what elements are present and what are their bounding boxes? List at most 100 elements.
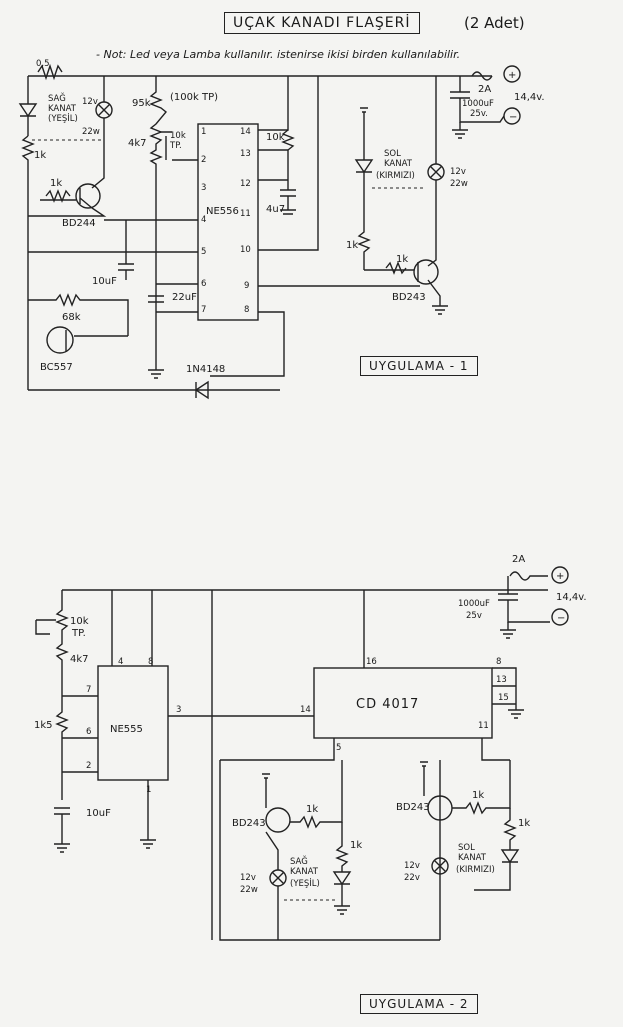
c2-supply-cap-v: 25v	[466, 611, 482, 621]
c1-r-68k	[28, 293, 129, 336]
c1-supply-ground	[452, 122, 468, 139]
c2-pin-8b: 8	[496, 657, 501, 667]
c1-supply-cap-label: 1000uF	[462, 99, 494, 109]
c2-r-left-1: 1k	[306, 804, 318, 815]
c1-bc557-wires	[28, 330, 280, 391]
c1-led-left	[354, 107, 374, 270]
c2-cd4017	[313, 667, 493, 739]
c2-t-left-wires	[262, 760, 343, 870]
c1-supply-cap-v: 25v.	[470, 109, 488, 119]
c2-t-left-label: BD243	[232, 818, 266, 829]
c2-fuse-label: 2A	[512, 554, 525, 565]
c1-lamp-left-w: 22w	[450, 179, 468, 189]
c2-lamp-b-x	[433, 859, 447, 873]
c1-ground-mid	[148, 369, 164, 379]
c1-c-4u7	[280, 150, 296, 215]
c2-r-left-2: 1k	[350, 840, 362, 851]
c2-pot	[35, 619, 56, 635]
c2-right-wing-1: SAĞ	[290, 855, 308, 867]
c1-pin-14: 14	[240, 127, 251, 137]
c2-right-wing-2: KANAT	[290, 867, 319, 877]
c1-pin-10: 10	[240, 245, 251, 255]
c1-pin-7: 7	[201, 305, 206, 315]
c1-ne556-pin-wires	[28, 76, 420, 377]
circuit-2: 2A + − 14,4v. 1000uF 25v 10k TP. 4k7 1k5…	[34, 554, 587, 941]
c1-pin-4: 4	[201, 215, 206, 225]
c2-pin-15: 15	[498, 693, 509, 703]
c1-right-wing-3: (YEŞİL)	[48, 113, 78, 124]
c1-supply-cap	[450, 76, 505, 123]
c2-lamp-a-w: 22w	[240, 885, 258, 895]
c2-led-left	[332, 822, 352, 915]
c1-r-1k-d: 1k	[396, 254, 408, 265]
c1-lamp-right-v: 12v	[82, 97, 98, 107]
c1-r-top	[37, 63, 63, 81]
c1-plus-sign: +	[508, 70, 516, 81]
c1-pin-2: 2	[201, 155, 206, 165]
c2-pin-7: 7	[86, 685, 91, 695]
c2-pot-b: TP.	[71, 628, 86, 639]
c1-plus-terminal	[503, 65, 521, 83]
c1-r-10k-label: 10k	[266, 132, 285, 143]
c2-lamp-b-w: 22v	[404, 873, 420, 883]
c1-ne556-label: NE556	[206, 206, 239, 217]
c1-fuse-label: 2A	[478, 84, 491, 95]
c2-timing-column	[55, 590, 69, 800]
c1-pin-1: 1	[201, 127, 206, 137]
c2-pin-14: 14	[300, 705, 311, 715]
c2-cd4017-wires	[220, 590, 524, 761]
circuit-2-label: UYGULAMA - 2	[360, 994, 478, 1014]
c1-right-wing-1: SAĞ	[48, 92, 66, 104]
c2-pin-4: 4	[118, 657, 123, 667]
c1-c-22uf	[148, 295, 164, 303]
c1-c-10uf-label: 10uF	[92, 276, 117, 287]
c2-ne555-label: NE555	[110, 724, 143, 735]
c1-led-right	[18, 76, 38, 136]
c1-lamp-left-x	[429, 165, 443, 179]
c2-pot-a: 10k	[70, 616, 89, 627]
c2-lamp-b-v: 12v	[404, 861, 420, 871]
c2-lamp-a-x	[271, 871, 285, 940]
c2-lamp-a-v: 12v	[240, 873, 256, 883]
c1-pot-10k-a: 10k	[170, 131, 186, 141]
c1-diode	[194, 380, 209, 400]
c1-r-1k-b	[45, 189, 71, 203]
c1-divider-column	[149, 76, 167, 370]
c2-r-right-2: 1k	[518, 818, 530, 829]
c1-bd244	[75, 183, 101, 209]
c1-r-1k-a-label: 1k	[34, 150, 46, 161]
c2-supply-cap	[498, 576, 550, 623]
c1-bd244-collector	[91, 118, 105, 189]
c1-bc557-label: BC557	[40, 362, 73, 373]
c1-r-95k: 95k	[132, 98, 151, 109]
c1-left-wing-1: SOL	[384, 149, 401, 159]
c1-t2-label: BD243	[392, 292, 426, 303]
c2-r-1k5: 1k5	[34, 720, 53, 731]
c2-fuse	[509, 571, 548, 581]
c2-led-right	[474, 808, 520, 891]
c2-pin-13: 13	[496, 675, 507, 685]
c1-minus-sign: −	[509, 112, 517, 123]
c2-pin-2: 2	[86, 761, 91, 771]
c2-left-rail	[219, 760, 440, 941]
c1-pin-12: 12	[240, 179, 251, 189]
c2-pin-11: 11	[478, 721, 489, 731]
c1-pin-3: 3	[201, 183, 206, 193]
c1-t1-label: BD244	[62, 218, 96, 229]
c1-bd243-wires	[364, 261, 448, 315]
c1-right-wing-2: KANAT	[48, 104, 77, 114]
c1-pin-8: 8	[244, 305, 249, 315]
c1-bd244-base	[40, 188, 93, 209]
c1-bd244-emitter	[28, 207, 107, 217]
c2-t-left	[265, 807, 291, 833]
c1-left-wing-2: KANAT	[384, 159, 413, 169]
c1-r-68k-label: 68k	[62, 312, 81, 323]
c2-cap	[54, 807, 70, 853]
c2-minus-terminal	[551, 608, 569, 626]
c1-r-1k-b-label: 1k	[50, 178, 62, 189]
c2-pin-5: 5	[336, 743, 341, 753]
c1-pin-6: 6	[201, 279, 206, 289]
circuit-1-label: UYGULAMA - 1	[360, 356, 478, 376]
